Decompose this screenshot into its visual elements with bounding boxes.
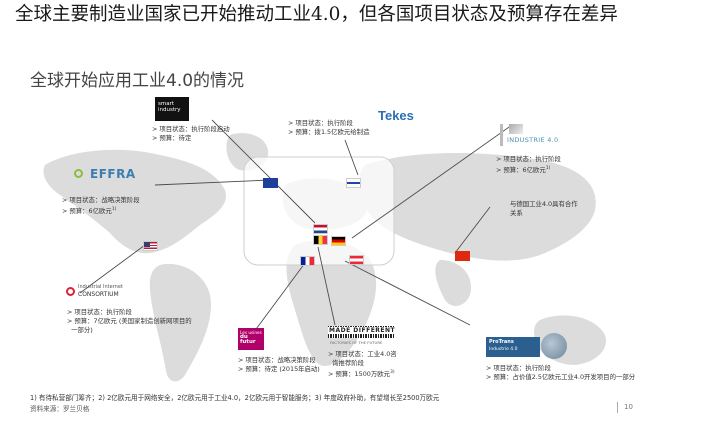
- protrans-logo: ProTrans Industrie 4.0: [486, 337, 540, 357]
- callout-made-different: > 项目状态：工业4.0咨 询推荐阶段 > 预算：1500万欧元3): [328, 350, 397, 379]
- smart-industry-logo-text: smart industry: [158, 101, 181, 113]
- connector-tekes: [344, 139, 359, 176]
- netherlands-flag: [313, 224, 328, 234]
- south-america-shape: [149, 263, 211, 382]
- callout-industrie-40: > 项目状态：执行阶段 > 预算：6亿欧元1): [496, 155, 561, 175]
- connector-made: [317, 246, 336, 326]
- callout-tekes-status: > 项目状态：执行阶段: [288, 119, 353, 127]
- germany-flag: [331, 236, 346, 246]
- effra-logo-mark: [74, 169, 83, 178]
- callout-iic-status: > 项目状态：执行阶段: [67, 308, 132, 316]
- callout-futur-status: > 项目状态：战略决策阶段: [238, 356, 316, 364]
- eu-flag: [263, 178, 278, 188]
- callout-made-status: > 项目状态：工业4.0咨: [328, 350, 397, 358]
- callout-effra-status: > 项目状态：战略决策阶段: [62, 196, 140, 204]
- connector-industrie: [351, 124, 513, 239]
- callout-protrans-status: > 项目状态：执行阶段: [486, 364, 551, 372]
- footnote: 1) 有待私营部门筹齐；2) 2亿欧元用于网络安全，2亿欧元用于工业4.0，2亿…: [30, 394, 440, 402]
- callout-smart-budget: > 预算：待定: [152, 134, 192, 142]
- page-title: 全球主要制造业国家已开始推动工业4.0，但各国项目状态及预算存在差异: [15, 4, 618, 25]
- callout-made-budget: > 预算：1500万欧元3): [328, 370, 395, 379]
- asia-shape: [358, 153, 596, 261]
- callout-industrie-budget: > 预算：6亿欧元1): [496, 166, 551, 175]
- industrie-40-logo: INDUSTRIE 4.0: [500, 124, 559, 146]
- callout-usines-du-futur: > 项目状态：战略决策阶段 > 预算：待定 (2015年启动): [238, 356, 320, 374]
- iic-logo-mark: [66, 287, 75, 296]
- finland-flag: [346, 178, 361, 188]
- callout-tekes: > 项目状态：执行阶段 > 预算：拨1.5亿欧元给制造: [288, 119, 369, 137]
- industrie-40-logo-mark: [509, 124, 523, 134]
- connector-protrans: [344, 260, 471, 326]
- callout-smart-industry: > 项目状态：执行阶段启动 > 预算：待定: [152, 125, 230, 143]
- callout-industrie-status: > 项目状态：执行阶段: [496, 155, 561, 163]
- connector-china: [454, 206, 491, 254]
- austria-flag: [349, 255, 364, 265]
- tekes-logo: Tekes: [378, 108, 414, 123]
- connector-smart: [211, 119, 316, 224]
- smart-industry-logo: smart industry: [155, 97, 189, 121]
- connector-futur: [247, 262, 306, 341]
- callout-tekes-budget: > 预算：拨1.5亿欧元给制造: [288, 128, 370, 136]
- page-number: 10: [624, 403, 633, 411]
- connector-iic: [79, 244, 146, 294]
- usines-du-futur-logo: Les usines du futur: [238, 328, 264, 350]
- callout-german-cooperation: 与德国工业4.0具有合作 关系: [510, 200, 578, 217]
- south-asia-shape: [435, 260, 471, 307]
- callout-effra-budget: > 预算：6亿欧元1): [62, 207, 117, 216]
- source-note: 资料来源：罗兰贝格: [30, 405, 90, 413]
- belgium-flag: [313, 235, 328, 245]
- callout-protrans: > 项目状态：执行阶段 > 预算：占价值2.5亿欧元工业4.0开发项目的一部分: [486, 364, 635, 382]
- protrans-photo: [541, 333, 567, 359]
- usa-flag: [143, 241, 158, 251]
- made-different-logo: MADE DIFFERENT FACTORIES OF THE FUTURE: [328, 326, 397, 345]
- industrie-40-logo-text: INDUSTRIE 4.0: [507, 136, 559, 144]
- europe-focus-box: [243, 156, 395, 266]
- callout-futur-budget: > 预算：待定 (2015年启动): [238, 365, 320, 373]
- connector-effra: [154, 179, 271, 186]
- page-divider: [617, 402, 618, 413]
- france-flag: [300, 256, 315, 266]
- callout-iic-budget: > 预算：7亿欧元 (美国家制造创新网项目的: [67, 317, 192, 325]
- callout-protrans-budget: > 预算：占价值2.5亿欧元工业4.0开发项目的一部分: [486, 373, 636, 381]
- page-subtitle: 全球开始应用工业4.0的情况: [30, 71, 245, 91]
- north-america-shape: [43, 149, 226, 254]
- callout-iic: > 项目状态：执行阶段 > 预算：7亿欧元 (美国家制造创新网项目的 一部分): [67, 308, 192, 334]
- callout-effra: > 项目状态：战略决策阶段 > 预算：6亿欧元1): [62, 196, 140, 216]
- callout-smart-status: > 项目状态：执行阶段启动: [152, 125, 230, 133]
- china-flag: [455, 251, 470, 261]
